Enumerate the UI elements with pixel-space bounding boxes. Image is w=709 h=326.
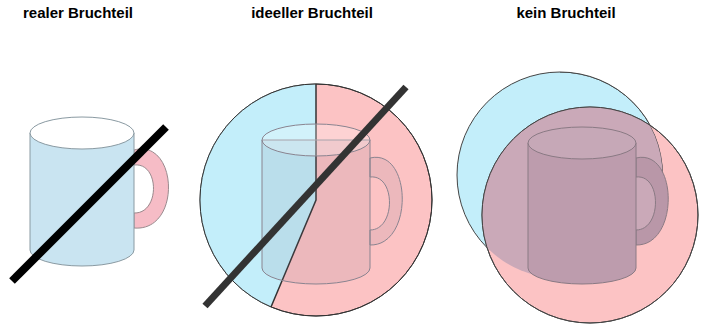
strike-line (12, 127, 166, 281)
mug-body (262, 140, 370, 284)
strike-line (205, 87, 406, 306)
mug-body (528, 143, 636, 284)
share-outline (200, 84, 432, 316)
pink-share (200, 84, 432, 316)
real-fraction-mug (12, 117, 169, 281)
mug-handle (370, 157, 402, 245)
ideal-fraction-mug (200, 84, 432, 316)
no-fraction-mug (457, 72, 698, 323)
shared-overlap (482, 107, 698, 323)
mug-handle (636, 157, 668, 245)
column-heading: ideeller Bruchteil (251, 4, 373, 22)
column-heading: realer Bruchteil (23, 4, 133, 22)
mug-handle (134, 149, 169, 228)
mug-rim (30, 117, 134, 149)
mug-rim (528, 127, 636, 159)
pink-outline (482, 107, 698, 323)
pink-owner (482, 107, 698, 323)
column-heading: kein Bruchteil (516, 4, 615, 22)
